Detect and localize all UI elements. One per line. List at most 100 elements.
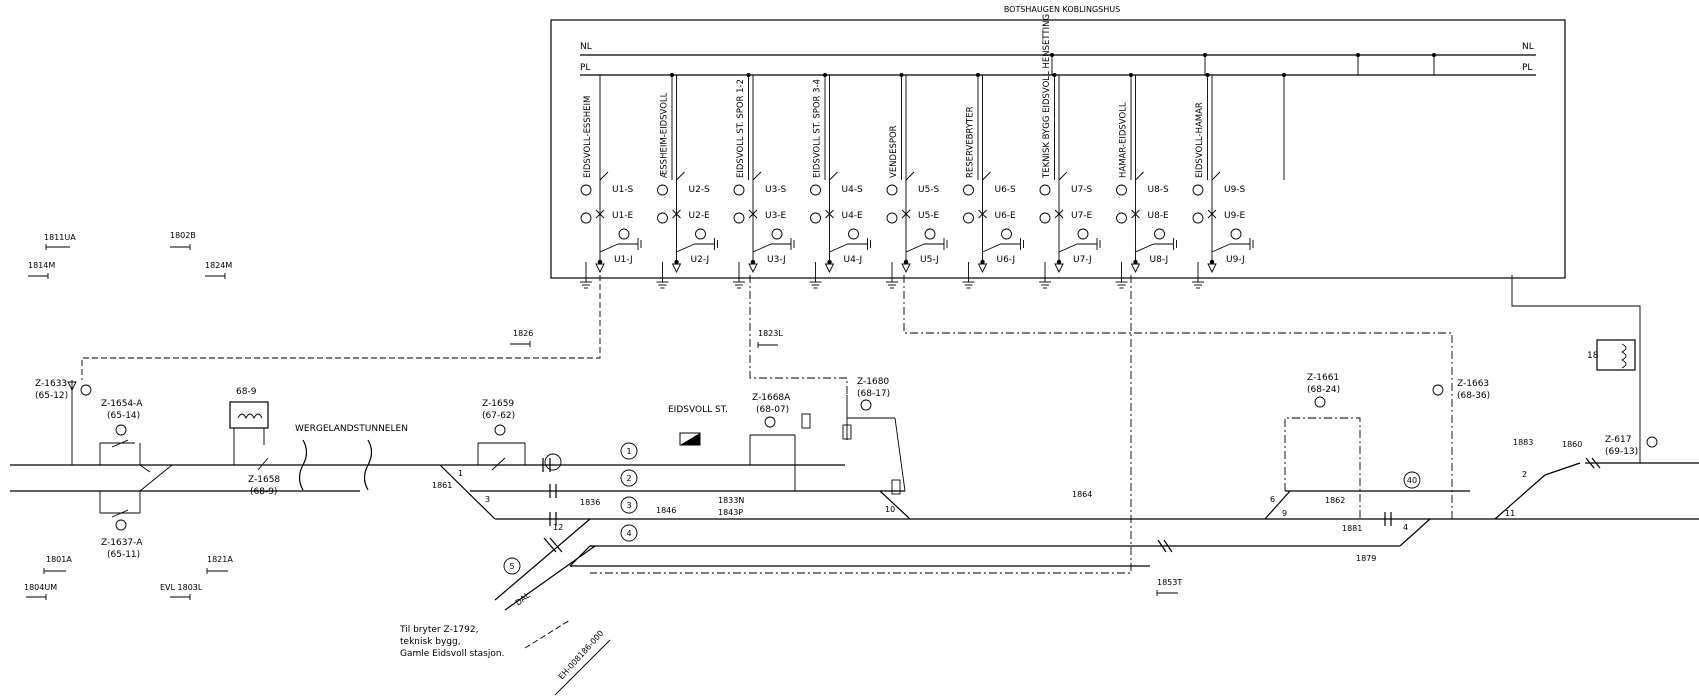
- switchhouse-title: BOTSHAUGEN KOBLINGSHUS: [1004, 5, 1120, 14]
- node-3: 3: [485, 495, 490, 504]
- feeder-5-s-label: U5-S: [918, 185, 940, 195]
- bus-nl-left-label: NL: [580, 42, 592, 52]
- feeder-8-s-motor-icon: [1116, 184, 1127, 196]
- mark-1803L: [170, 594, 191, 600]
- mark-1826: [510, 341, 531, 347]
- label-1804UM: 1804UM: [24, 583, 57, 592]
- feeder-3-e-cross-b: [748, 209, 758, 219]
- cross-line-b: [139, 464, 151, 473]
- label-1864: 1864: [1072, 490, 1092, 499]
- feeder-5-e-motor-icon: [886, 212, 898, 224]
- switch-labels: Z-1633 (65-12) Z-1654-A (65-14) Z-1637-A…: [35, 351, 1638, 560]
- z1661-motor-icon: [1314, 396, 1326, 408]
- feeder-3-s-motor-icon: [733, 184, 745, 196]
- z1654-blade: [111, 439, 129, 448]
- feeder-6-arrow-icon: [977, 263, 988, 274]
- z1659-motor-icon: [494, 424, 506, 436]
- feeder-7-s-label: U7-S: [1071, 185, 1093, 195]
- insulator-10: [1163, 539, 1173, 553]
- mark-1853T: [1156, 590, 1178, 596]
- feeder-9-e-label: U9-E: [1224, 211, 1246, 221]
- feeder-3-j-motor-icon: [771, 228, 783, 240]
- z1637-motor-icon: [115, 519, 127, 531]
- mark-1811UA: [45, 244, 70, 250]
- z1659-sectioner: [544, 453, 562, 471]
- cable-u7: [590, 275, 1132, 574]
- feeder-7-j-blade: [1058, 243, 1078, 253]
- feeder-9-s-motor-icon: [1192, 184, 1204, 196]
- feeder-2-s-blade: [676, 171, 685, 181]
- z1663-label: Z-1663: [1457, 379, 1489, 389]
- label-1811UA: 1811UA: [44, 233, 76, 242]
- right-diverge-b: [1544, 462, 1581, 476]
- feeder-4-e-label: U4-E: [842, 211, 864, 221]
- feeder-2-j-blade: [676, 243, 695, 253]
- label-1846: 1846: [656, 506, 676, 515]
- feeder-9-j-blade: [1211, 243, 1231, 253]
- mark-1824M: [205, 273, 226, 279]
- label-1860: 1860: [1562, 440, 1582, 449]
- feeder-4-j-label: U4-J: [844, 255, 863, 265]
- feeder-1-node: [597, 259, 603, 265]
- track-4-return: [569, 545, 591, 567]
- feeder-6-j-label: U6-J: [997, 255, 1016, 265]
- feeder-9-name: EIDSVOLL-HAMAR: [1195, 102, 1205, 178]
- z1668-motor-icon: [764, 416, 776, 428]
- cable-u3: [749, 275, 848, 395]
- label-1836: 1836: [580, 498, 600, 507]
- bus-pl-left-label: PL: [580, 63, 590, 73]
- bus-pl-right-label: PL: [1522, 63, 1532, 73]
- feeder-7-j-motor-icon: [1077, 228, 1089, 240]
- feeder-6-e-label: U6-E: [995, 211, 1017, 221]
- z617-label: Z-617: [1605, 435, 1631, 445]
- feeder-3-s-blade: [752, 171, 762, 181]
- feeder-5-name: VENDESPOR: [889, 125, 899, 178]
- feeder-7-node: [1056, 259, 1062, 265]
- feeder-6-j-motor-icon: [1001, 228, 1012, 240]
- feeder-3-j-blade: [752, 243, 772, 253]
- mark-1802B: [170, 244, 191, 250]
- cable-u5: [903, 275, 1453, 519]
- feeder-8-arrow-icon: [1130, 263, 1141, 274]
- feeder-1-j-label: U1-J: [614, 255, 633, 265]
- switch-symbols: [67, 330, 1658, 531]
- label-1881: 1881: [1342, 524, 1362, 533]
- track-3-circle: [620, 496, 638, 514]
- drawing-ref-line: [554, 639, 611, 696]
- feeder-6-s-blade: [982, 171, 991, 181]
- feeder-1-e-label: U1-E: [612, 211, 634, 221]
- track-4-circle: [620, 524, 638, 542]
- feeder-2-j-label: U2-J: [691, 255, 710, 265]
- z1680-fuse: [842, 424, 852, 440]
- feeder-4-node: [827, 259, 832, 265]
- feeder-7-s-blade: [1058, 171, 1068, 181]
- right-diverge: [1494, 474, 1546, 520]
- feeder-1-e-motor-icon: [580, 212, 592, 224]
- feeder-4-j-blade: [829, 243, 848, 253]
- z1680-drop: [894, 417, 906, 492]
- feeder-4-s-label: U4-S: [842, 185, 864, 195]
- track-40-circle: [1403, 471, 1421, 489]
- transformer-18-coil: [1620, 343, 1627, 369]
- diverge-to-3: [439, 464, 496, 520]
- label-1823L: 1823L: [758, 329, 783, 338]
- mark-1823L: [757, 342, 778, 348]
- feeder-3-node: [750, 259, 756, 265]
- feeder-8-name: HAMAR-EIDSVOLL: [1119, 102, 1129, 178]
- t689-label: 68-9: [236, 387, 257, 397]
- feeder-3-name: EIDSVOLL ST. SPOR 1-2: [736, 79, 746, 178]
- other-labels: 1811UA 1802B 1814M 1824M 1826 1823L 1801…: [24, 231, 1582, 681]
- z1658-sub: (68-9): [250, 487, 277, 497]
- label-1801A: 1801A: [46, 555, 72, 564]
- z1663-motor-icon: [1432, 384, 1444, 396]
- mark-1821A: [206, 568, 228, 574]
- z1637-label: Z-1637-A: [101, 538, 143, 548]
- z1668-sub: (68-07): [756, 405, 789, 415]
- label-1814M: 1814M: [28, 261, 55, 270]
- mark-1804UM: [26, 594, 47, 600]
- feeder-4-e-cross-b: [825, 209, 834, 219]
- feeder-8-s-label: U8-S: [1148, 185, 1170, 195]
- feeder-7-j-label: U7-J: [1073, 255, 1092, 265]
- track-4-label: 4: [626, 529, 631, 538]
- z1658-blade: [257, 457, 269, 471]
